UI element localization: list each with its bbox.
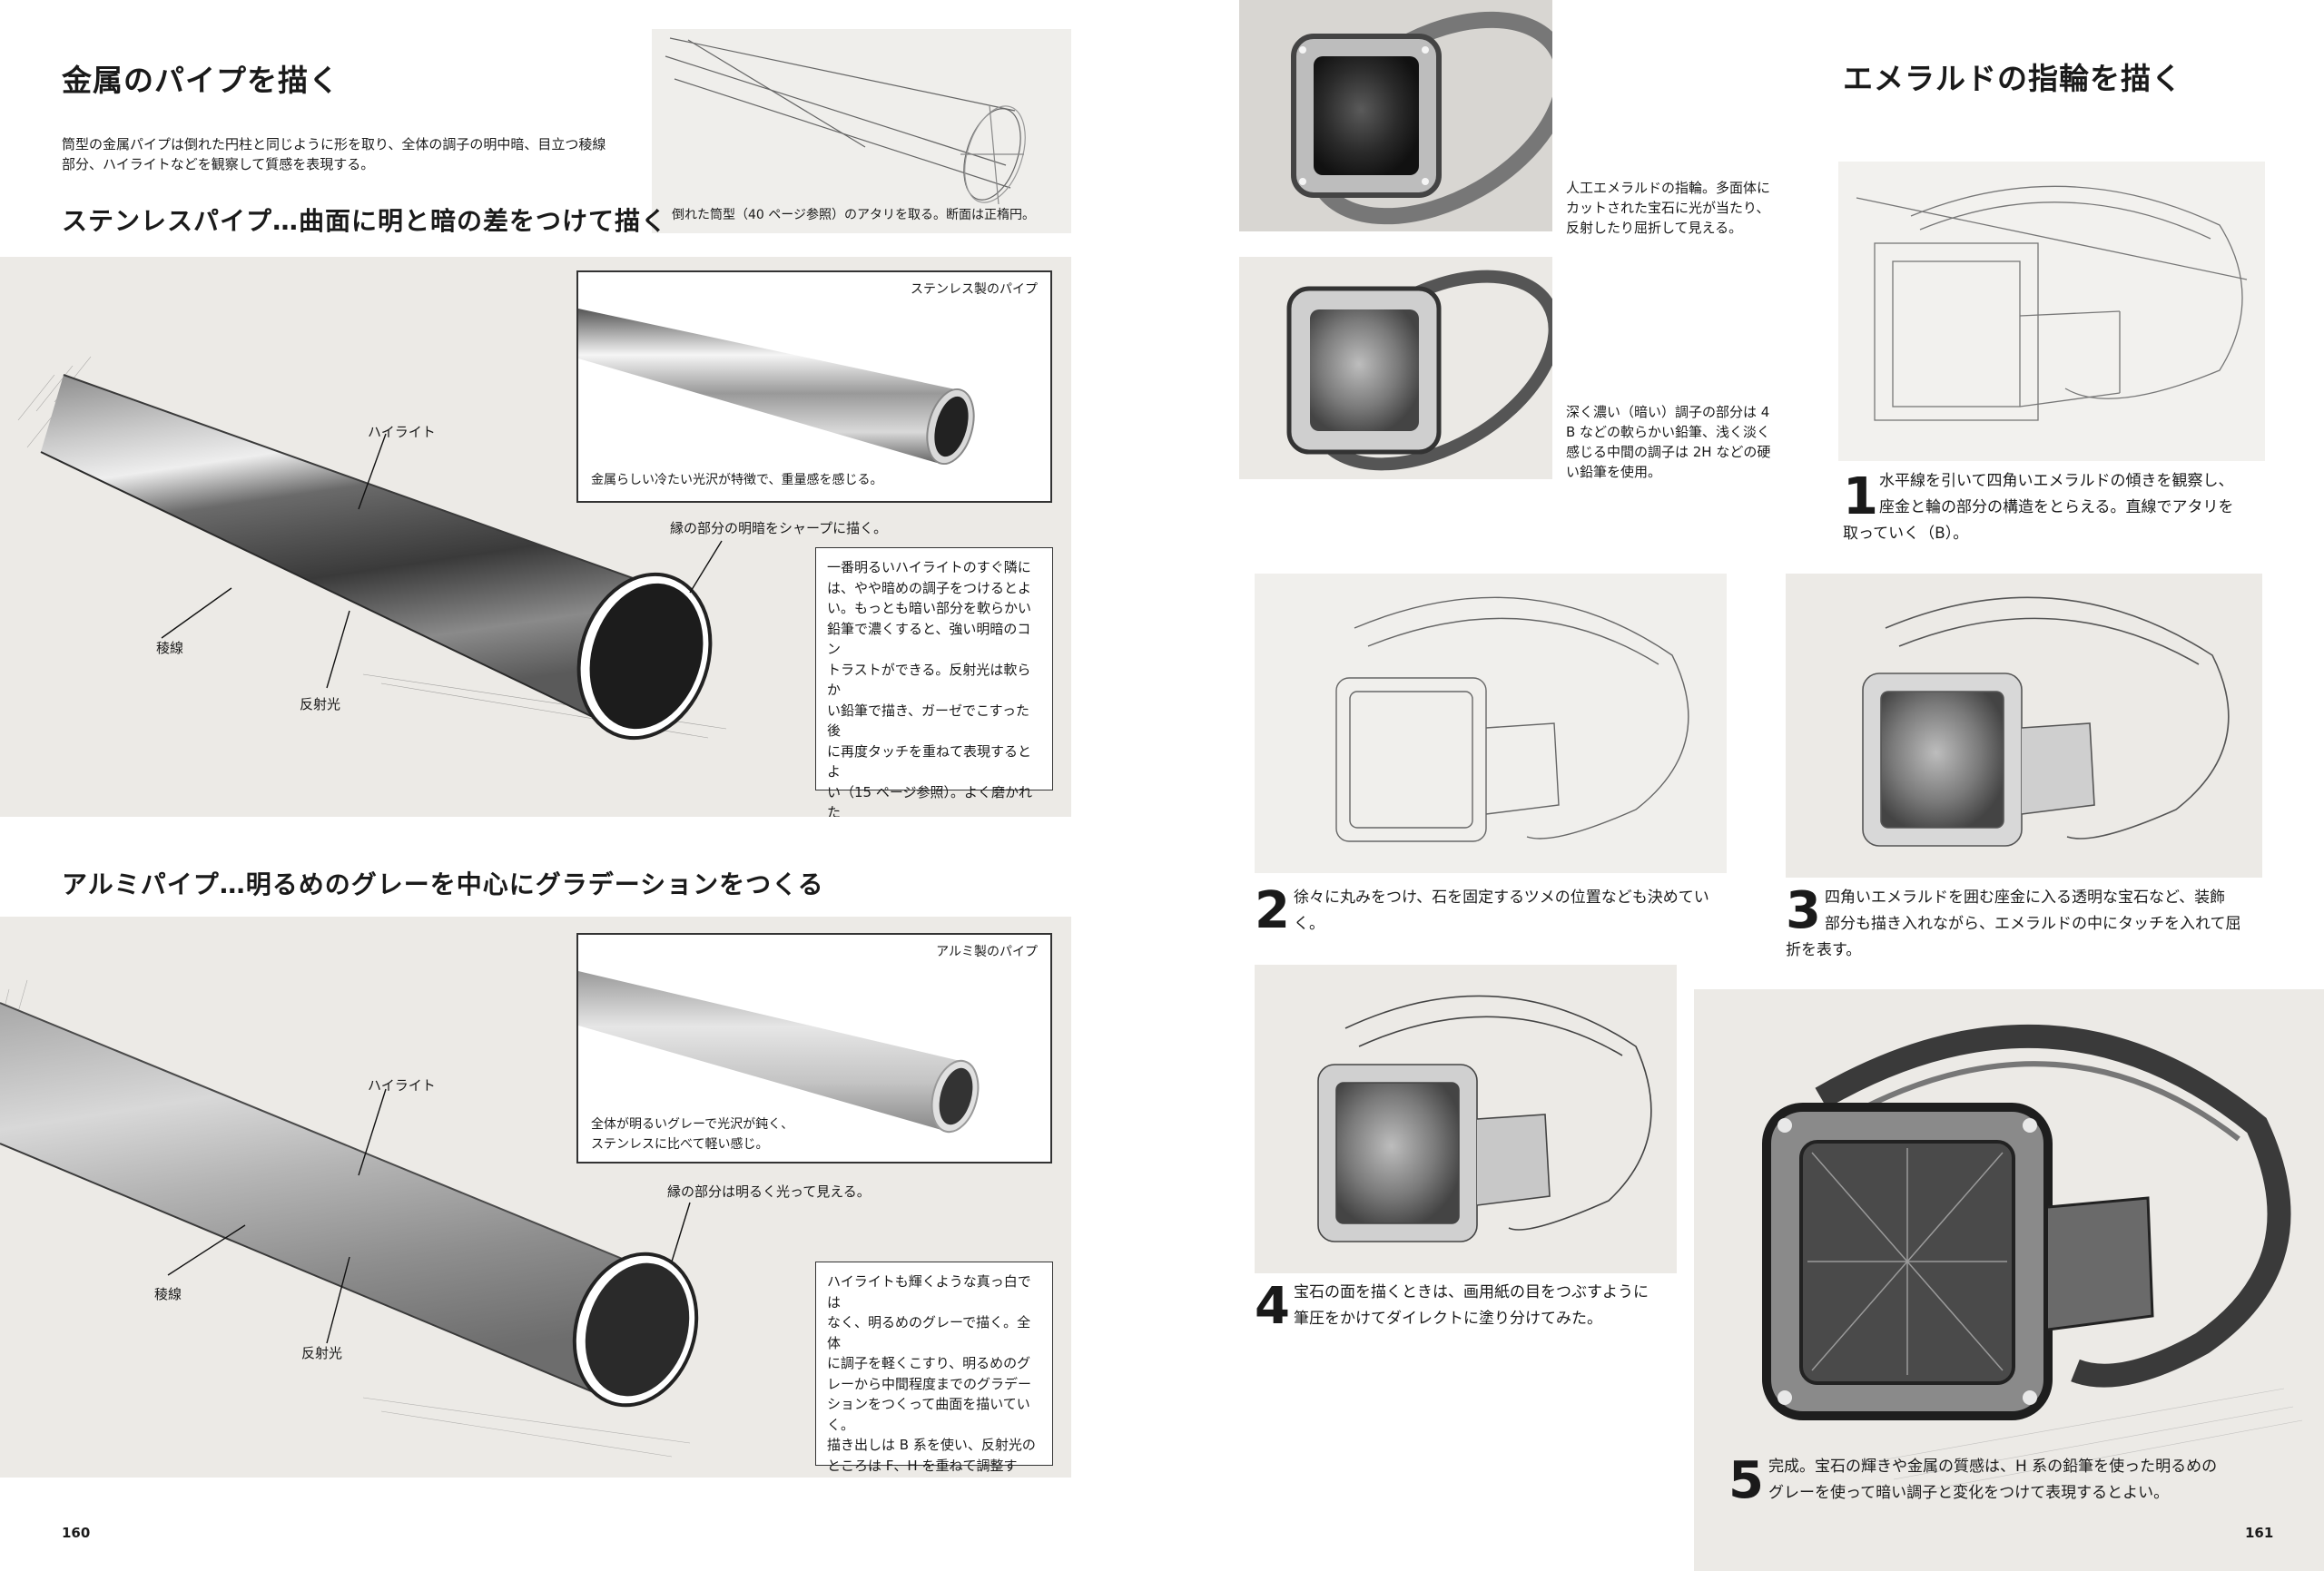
aluminum-note-box: ハイライトも輝くような真っ白ではなく、明るめのグレーで描く。全体に調子を軽くこす… xyxy=(815,1262,1053,1474)
step-2-image xyxy=(1255,574,1727,873)
step-1-number: 1 xyxy=(1843,467,1878,526)
intro-text-line-1: 筒型の金属パイプは倒れた円柱と同じように形を取り、全体の調子の明中暗、目立つ稜線 xyxy=(62,136,606,152)
stainless-note-box: 一番明るいハイライトのすぐ隣には、やや暗めの調子をつけるとよい。もっとも暗い部分… xyxy=(815,547,1053,817)
ring-sketch-caption-1: 深く濃い（暗い）調子の部分は 4 xyxy=(1566,404,1770,420)
ring-sketch-caption-4: い鉛筆を使用。 xyxy=(1566,464,1662,480)
stainless-label-highlight: ハイライト xyxy=(368,424,436,440)
aluminum-note-line-1: ハイライトも輝くような真っ白では xyxy=(827,1273,1031,1311)
aluminum-note-line-6: 描き出しは B 系を使い、反射光の xyxy=(827,1437,1036,1453)
stainless-pipe-drawing xyxy=(17,356,727,741)
step-2-number: 2 xyxy=(1255,881,1290,940)
ring-sketch-art xyxy=(1286,270,1552,471)
step-3-line-2: 部分も描き入れながら、エメラルドの中にタッチを入れて屈 xyxy=(1825,915,2241,933)
aluminum-note-line-2: なく、明るめのグレーで描く。全体 xyxy=(827,1314,1031,1351)
step-4-sketch xyxy=(1317,995,1652,1242)
aluminum-photo-caption-1: 全体が明るいグレーで光沢が鈍く、 xyxy=(591,1117,794,1132)
ring-photo-caption-2: カットされた宝石に光が当たり、 xyxy=(1566,200,1770,216)
aluminum-label-edge: 縁の部分は明るく光って見える。 xyxy=(667,1183,871,1200)
left-page-title: 金属のパイプを描く xyxy=(62,63,340,98)
step-1-sketch xyxy=(1856,185,2248,421)
stainless-drawing-panel: ハイライト 縁の部分の明暗をシャープに描く。 稜線 反射光 ステンレス製のパイプ… xyxy=(0,257,1071,817)
stainless-note-line-4: 鉛筆で濃くすると、強い明暗のコン xyxy=(827,620,1031,658)
step-1-image xyxy=(1838,162,2265,461)
aluminum-note-line-4: レーから中間程度までのグラデー xyxy=(827,1375,1032,1392)
step-1-line-1: 水平線を引いて四角いエメラルドの傾きを観察し、 xyxy=(1879,472,2234,490)
step-2-line-2: く。 xyxy=(1294,915,1324,933)
intro-text-line-2: 部分、ハイライトなどを観察して質感を表現する。 xyxy=(62,156,375,172)
aluminum-photo-caption-2: ステンレスに比べて軽い感じ。 xyxy=(591,1137,769,1152)
right-page-number: 161 xyxy=(2245,1525,2274,1541)
ring-sketch-caption-3: 感じる中間の調子は 2H などの硬 xyxy=(1566,444,1771,460)
aluminum-note-line-5: ションをつくって曲面を描いていく。 xyxy=(827,1396,1030,1433)
step-2-sketch xyxy=(1335,596,1689,842)
stainless-note-line-3: い。もっとも暗い部分を軟らかい xyxy=(827,600,1032,616)
left-page-number: 160 xyxy=(62,1525,91,1541)
stainless-label-ridge: 稜線 xyxy=(156,640,184,656)
ring-sketch-caption: 深く濃い（暗い）調子の部分は 4 B などの軟らかい鉛筆、浅く淡く 感じる中間の… xyxy=(1566,402,1770,482)
step-2-text: 徐々に丸みをつけ、石を固定するツメの位置なども決めてい く。 xyxy=(1294,885,1709,938)
stainless-label-edge: 縁の部分の明暗をシャープに描く。 xyxy=(670,520,888,536)
step-5-line-2: グレーを使って暗い調子と変化をつけて表現するとよい。 xyxy=(1768,1484,2170,1502)
step-4-image xyxy=(1255,965,1677,1273)
step-4-text: 宝石の面を描くときは、画用紙の目をつぶすように 筆圧をかけてダイレクトに塗り分け… xyxy=(1294,1280,1649,1332)
stainless-photo-title: ステンレス製のパイプ xyxy=(911,282,1038,297)
stainless-label-reflect: 反射光 xyxy=(300,696,341,712)
stainless-note-line-8: い（15 ページ参照）。よく磨かれた xyxy=(827,783,1033,818)
step-4-number: 4 xyxy=(1255,1277,1290,1336)
construction-sketch-caption: 倒れた筒型（40 ページ参照）のアタリを取る。断面は正楕円。 xyxy=(672,208,1035,222)
step-3-sketch xyxy=(1862,596,2230,847)
aluminum-note-text: ハイライトも輝くような真っ白ではなく、明るめのグレーで描く。全体に調子を軽くこす… xyxy=(827,1272,1041,1478)
step-5-image: 5 完成。宝石の輝きや金属の質感は、H 系の鉛筆を使った明るめの グレーを使って… xyxy=(1694,989,2324,1571)
step-1-line-2: 座金と輪の部分の構造をとらえる。直線でアタリを xyxy=(1879,498,2234,516)
ring-photo xyxy=(1239,0,1552,231)
step-1-text: 水平線を引いて四角いエメラルドの傾きを観察し、 座金と輪の部分の構造をとらえる。… xyxy=(1879,468,2234,521)
ring-photo-caption-3: 反射したり屈折して見える。 xyxy=(1566,220,1743,236)
step-3-line-1: 四角いエメラルドを囲む座金に入る透明な宝石など、装飾 xyxy=(1825,889,2226,907)
ring-sketch-caption-2: B などの軟らかい鉛筆、浅く淡く xyxy=(1566,424,1771,440)
right-page-title: エメラルドの指輪を描く xyxy=(1843,61,2182,96)
stainless-photo-box: ステンレス製のパイプ 金属らしい冷たい光沢が特徴で、重量感を感じる。 xyxy=(576,270,1052,503)
step-3-text: 四角いエメラルドを囲む座金に入る透明な宝石など、装飾 部分も描き入れながら、エメ… xyxy=(1825,885,2241,938)
ring-photo-caption: 人工エメラルドの指輪。多面体に カットされた宝石に光が当たり、 反射したり屈折し… xyxy=(1566,178,1770,238)
aluminum-pipe-photo xyxy=(578,971,980,1134)
step-3-number: 3 xyxy=(1786,881,1821,940)
step-3-image xyxy=(1786,574,2262,878)
aluminum-label-reflect: 反射光 xyxy=(301,1345,343,1361)
stainless-note-text: 一番明るいハイライトのすぐ隣には、やや暗めの調子をつけるとよい。もっとも暗い部分… xyxy=(827,557,1041,817)
aluminum-photo-box: アルミ製のパイプ 全体が明るいグレーで光沢が鈍く、 ステンレスに比べて軽い感じ。 xyxy=(576,933,1052,1164)
ring-photo-caption-1: 人工エメラルドの指輪。多面体に xyxy=(1566,180,1771,196)
cylinder-construction-sketch xyxy=(665,37,1026,205)
stainless-heading: ステンレスパイプ…曲面に明と暗の差をつけて描く xyxy=(62,206,668,236)
ring-photo-art xyxy=(1291,11,1552,225)
stainless-note-line-6: い鉛筆で描き、ガーゼでこすった後 xyxy=(827,702,1030,740)
ring-sketch xyxy=(1239,257,1552,479)
aluminum-note-line-7: ところは F、H を重ねて調整する。 xyxy=(827,1457,1018,1474)
stainless-note-line-1: 一番明るいハイライトのすぐ隣に xyxy=(827,559,1031,575)
step-1-line-3: 取っていく（B）。 xyxy=(1843,525,1969,543)
step-5-text: 完成。宝石の輝きや金属の質感は、H 系の鉛筆を使った明るめの グレーを使って暗い… xyxy=(1768,1454,2217,1507)
step-3-line-3: 折を表す。 xyxy=(1786,941,1862,959)
aluminum-note-line-3: に調子を軽くこすり、明るめのグ xyxy=(827,1355,1031,1371)
aluminum-pipe-drawing xyxy=(0,979,699,1458)
aluminum-drawing-panel: ハイライト 縁の部分は明るく光って見える。 稜線 反射光 アルミ製のパイプ 全体… xyxy=(0,917,1071,1478)
aluminum-label-highlight: ハイライト xyxy=(368,1077,436,1094)
stainless-pipe-photo xyxy=(578,309,975,466)
step-4-line-1: 宝石の面を描くときは、画用紙の目をつぶすように xyxy=(1294,1283,1649,1301)
stainless-note-line-7: に再度タッチを重ねて表現するとよ xyxy=(827,742,1032,781)
step-4-line-2: 筆圧をかけてダイレクトに塗り分けてみた。 xyxy=(1294,1310,1602,1328)
step-5-line-1: 完成。宝石の輝きや金属の質感は、H 系の鉛筆を使った明るめの xyxy=(1768,1458,2218,1476)
stainless-photo-caption: 金属らしい冷たい光沢が特徴で、重量感を感じる。 xyxy=(591,473,883,487)
step-5-number: 5 xyxy=(1728,1451,1764,1510)
aluminum-heading: アルミパイプ…明るめのグレーを中心にグラデーションをつくる xyxy=(62,869,824,899)
stainless-note-line-5: トラストができる。反射光は軟らか xyxy=(827,661,1031,699)
aluminum-photo-title: アルミ製のパイプ xyxy=(936,945,1038,959)
aluminum-label-ridge: 稜線 xyxy=(154,1286,182,1302)
step-5-finished-drawing xyxy=(1762,1024,2303,1494)
stainless-note-line-2: は、やや暗めの調子をつけるとよ xyxy=(827,579,1032,596)
step-2-line-1: 徐々に丸みをつけ、石を固定するツメの位置なども決めてい xyxy=(1294,889,1709,907)
construction-sketch-panel: 倒れた筒型（40 ページ参照）のアタリを取る。断面は正楕円。 xyxy=(652,29,1071,233)
